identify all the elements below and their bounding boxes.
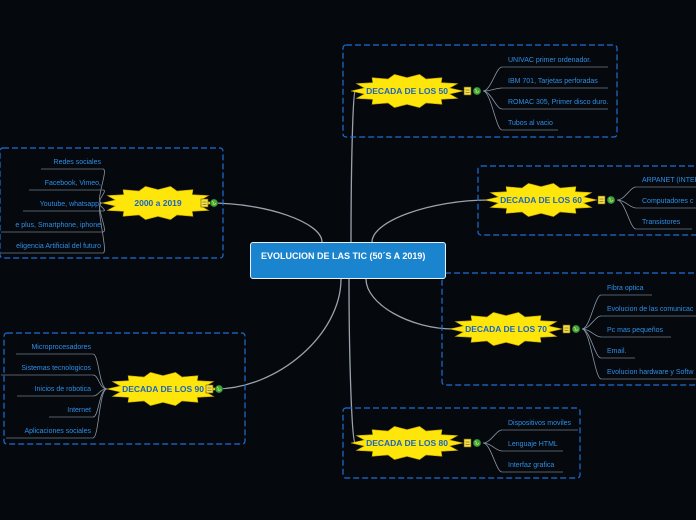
root-title: EVOLUCION DE LAS TIC (50´S A 2019) xyxy=(261,251,426,261)
group-border-d90 xyxy=(3,332,246,445)
globe-icon[interactable] xyxy=(571,324,581,334)
globe-icon-land xyxy=(573,326,579,331)
root-topic[interactable]: EVOLUCION DE LAS TIC (50´S A 2019) xyxy=(250,242,446,279)
connector-leaf xyxy=(581,328,602,359)
leaf-topic[interactable]: eligencia Artificial del futuro xyxy=(16,243,101,250)
connector-leaf xyxy=(482,87,503,92)
globe-icon[interactable] xyxy=(472,438,482,448)
globe-icon-land xyxy=(216,386,222,391)
branch-nodes xyxy=(101,74,598,460)
connector-root-d90 xyxy=(214,278,342,390)
globe-icon[interactable] xyxy=(209,198,219,208)
leaf-topic[interactable]: Redes sociales xyxy=(53,159,101,166)
branch-label-d2000: 2000 a 2019 xyxy=(134,198,182,208)
connectors xyxy=(1,66,696,473)
branch-node-d60[interactable] xyxy=(484,183,598,217)
globe-icon-land xyxy=(474,88,480,93)
connector-root-d60 xyxy=(371,199,490,243)
connector-leaf xyxy=(92,388,108,418)
note-icon[interactable] xyxy=(200,198,209,208)
leaf-topic[interactable]: Evolucion hardware y Softw xyxy=(607,369,694,376)
leaf-topic[interactable]: ROMAC 305, Primer disco duro. xyxy=(508,99,609,106)
leaf-topic[interactable]: Lenguaje HTML xyxy=(508,441,558,448)
leaf-topic[interactable]: Transistores xyxy=(642,219,681,226)
connector-root-d2000 xyxy=(209,202,323,243)
connector-leaf xyxy=(482,442,503,473)
globe-icon-land xyxy=(608,197,614,202)
leaf-topic[interactable]: Inicios de robotica xyxy=(34,386,91,393)
group-border-d80 xyxy=(342,407,581,479)
connector-leaf xyxy=(99,202,105,254)
connector-leaf xyxy=(482,429,503,444)
connector-leaf xyxy=(482,90,503,110)
dashed-groups xyxy=(0,44,696,479)
globe-icon[interactable] xyxy=(472,86,482,96)
leaf-topic[interactable]: Pc mas pequeños xyxy=(607,327,664,334)
connector-root-d50 xyxy=(350,90,356,243)
leaf-topic[interactable]: Computadores c xyxy=(642,198,694,205)
leaf-topic[interactable]: Sistemas tecnologicos xyxy=(21,365,91,372)
leaf-topic[interactable]: Evolucion de las comunicac xyxy=(607,306,694,313)
branch-node-d80[interactable] xyxy=(350,426,464,460)
leaf-topic[interactable]: Fibra optica xyxy=(607,285,644,292)
connector-leaf xyxy=(92,353,108,390)
note-icon[interactable] xyxy=(463,438,472,448)
leaf-topic[interactable]: Internet xyxy=(67,407,91,414)
branch-node-d2000[interactable] xyxy=(101,186,215,220)
group-border-d60 xyxy=(477,165,696,236)
connector-leaf xyxy=(99,168,105,204)
connector-leaf xyxy=(616,199,637,230)
leaf-topic[interactable]: Dispositivos moviles xyxy=(508,420,572,427)
globe-icon[interactable] xyxy=(606,195,616,205)
connector-leaf xyxy=(581,315,602,330)
connector-leaf xyxy=(581,328,602,380)
connector-leaf xyxy=(482,66,503,92)
note-icon[interactable] xyxy=(597,195,606,205)
branch-node-d50[interactable] xyxy=(350,74,464,108)
branch-node-d90[interactable] xyxy=(106,372,220,406)
leaf-topic[interactable]: Tubos al vacio xyxy=(508,120,553,127)
group-border-d2000 xyxy=(0,147,224,259)
connector-leaf xyxy=(581,294,602,330)
branch-label-d60: DECADA DE LOS 60 xyxy=(500,195,582,205)
branch-label-d90: DECADA DE LOS 90 xyxy=(122,384,204,394)
globe-icon-land xyxy=(211,200,217,205)
leaf-topic[interactable]: Aplicaciones sociales xyxy=(24,428,91,435)
leaf-topic[interactable]: Email. xyxy=(607,348,627,355)
group-border-d70 xyxy=(441,272,696,386)
branch-label-d50: DECADA DE LOS 50 xyxy=(366,86,448,96)
globe-icon-land xyxy=(474,440,480,445)
note-icon[interactable] xyxy=(562,324,571,334)
note-icon[interactable] xyxy=(463,86,472,96)
branch-label-d80: DECADA DE LOS 80 xyxy=(366,438,448,448)
branch-label-d70: DECADA DE LOS 70 xyxy=(465,324,547,334)
connector-leaf xyxy=(616,186,637,201)
leaf-topic[interactable]: Facebook, Vimeo, xyxy=(44,180,101,187)
branch-node-d70[interactable] xyxy=(449,312,563,346)
leaf-topic[interactable]: Youtube, whatsapp. xyxy=(39,201,101,208)
connector-leaf xyxy=(482,90,503,131)
connector-root-d70 xyxy=(365,278,455,330)
connector-leaf xyxy=(92,374,108,390)
leaf-topic[interactable]: IBM 701, Tarjetas perforadas xyxy=(508,78,598,85)
leaf-topic[interactable]: UNIVAC primer ordenador. xyxy=(508,57,592,64)
branch-icons xyxy=(200,86,616,448)
group-border-d50 xyxy=(342,44,618,138)
connector-leaf xyxy=(99,189,105,204)
leaf-topic[interactable]: e plus, Smartphone, iphone xyxy=(15,222,101,229)
leaf-topic[interactable]: Interfaz grafica xyxy=(508,462,555,469)
note-icon[interactable] xyxy=(205,384,214,394)
globe-icon[interactable] xyxy=(214,384,224,394)
leaf-topic[interactable]: Microprocesadores xyxy=(31,344,91,351)
connector-leaf xyxy=(92,388,108,439)
connector-root-d80 xyxy=(348,278,356,444)
leaf-topic[interactable]: ARPANET (INTER xyxy=(642,177,696,184)
